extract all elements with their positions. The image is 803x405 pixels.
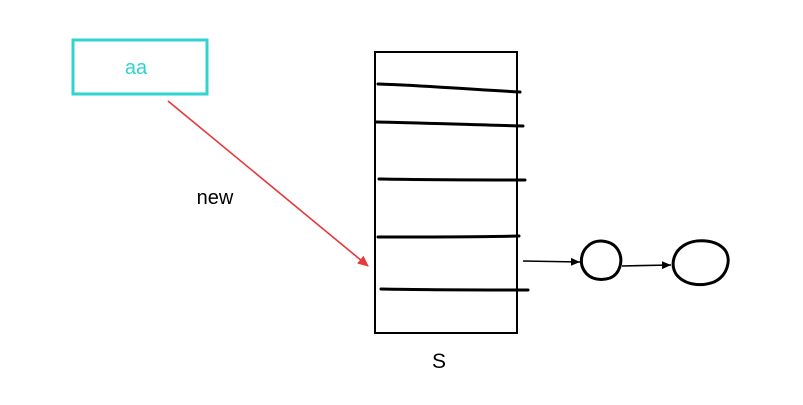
chain-arrow-1: [522, 257, 581, 266]
array-frame: [374, 51, 518, 334]
list-node-1: [579, 239, 623, 281]
new-arrow-label: new: [197, 187, 234, 209]
list-node-2: [671, 239, 730, 287]
source-box-label: aa: [125, 57, 148, 79]
source-box-frame: [71, 38, 209, 96]
new-arrow: [167, 100, 369, 267]
array-label: S: [432, 350, 446, 373]
array-s: [374, 51, 530, 334]
source-box: aa: [71, 38, 209, 96]
array-slot-3: [377, 177, 527, 182]
chain-arrow-2: [621, 261, 672, 270]
linked-list: [522, 239, 730, 287]
array-slot-2: [374, 120, 525, 128]
array-slot-1: [376, 82, 522, 94]
new-arrow-line: [167, 100, 369, 267]
array-slot-5: [379, 287, 530, 292]
array-slot-4: [376, 234, 521, 239]
